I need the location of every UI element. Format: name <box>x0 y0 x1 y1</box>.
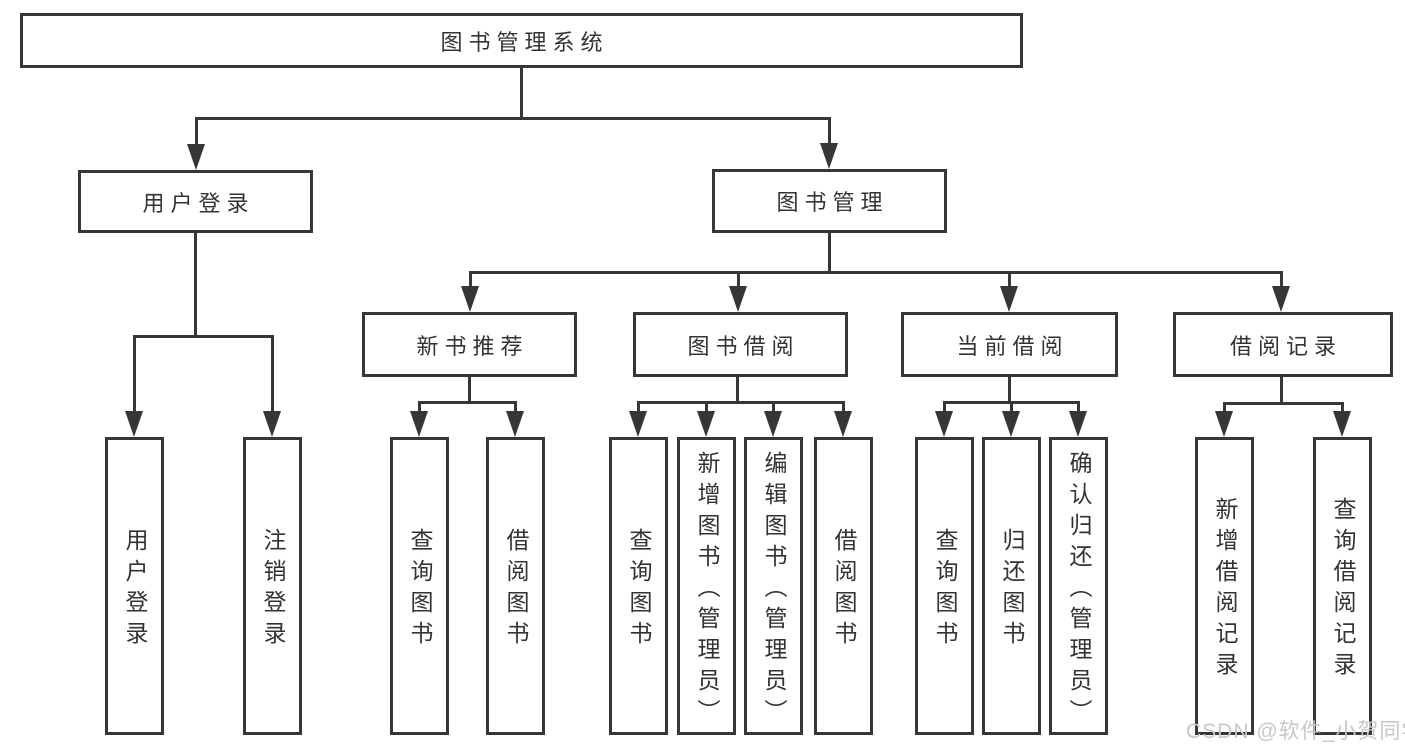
arrowhead-leaf-logout <box>263 411 281 437</box>
node-current-borrow: 当前借阅 <box>901 312 1118 377</box>
leaf-logout: 注销登录 <box>243 437 302 735</box>
connector-drop-book-borrow <box>737 271 740 288</box>
connector-user-login-bar <box>133 335 274 338</box>
connector-drop-current-borrow <box>1008 271 1011 288</box>
arrowhead-borrow-search <box>629 411 647 437</box>
connector-drop-user-login <box>195 117 198 146</box>
leaf-borrow-search-label: 查询图书 <box>626 528 652 652</box>
connector-book-borrow-bar <box>637 401 845 404</box>
arrowhead-leaf-user-login <box>125 411 143 437</box>
arrowhead-user-login <box>187 144 205 170</box>
node-borrow-records-label: 借阅记录 <box>1229 333 1342 359</box>
node-book-borrow: 图书借阅 <box>633 312 848 377</box>
connector-drop-current-search <box>943 401 946 413</box>
leaf-current-search: 查询图书 <box>915 437 974 735</box>
node-book-management: 图书管理 <box>712 169 947 233</box>
connector-drop-borrow-edit <box>772 401 775 413</box>
connector-drop-borrow-add <box>705 401 708 413</box>
connector-book-management-bar <box>469 271 1283 274</box>
leaf-borrow-add-admin-label: 新增图书（管理员） <box>694 450 720 730</box>
arrowhead-current-confirm <box>1069 411 1087 437</box>
csdn-watermark: CSDN @软件_小贺同学 <box>1186 720 1405 743</box>
leaf-borrow-add-admin: 新增图书（管理员） <box>677 437 736 735</box>
arrowhead-borrow-records <box>1272 286 1290 312</box>
leaf-current-return: 归还图书 <box>982 437 1041 735</box>
connector-new-book-bar <box>418 401 517 404</box>
arrowhead-current-borrow <box>1000 286 1018 312</box>
arrowhead-book-management <box>820 143 838 169</box>
leaf-borrow-borrow: 借阅图书 <box>814 437 873 735</box>
arrowhead-borrow-borrow <box>834 411 852 437</box>
connector-borrow-records-stem <box>1280 375 1283 404</box>
connector-drop-borrow-search <box>637 401 640 413</box>
connector-drop-newbook-borrow <box>514 401 517 413</box>
leaf-newbook-borrow: 借阅图书 <box>486 437 545 735</box>
arrowhead-new-book <box>461 286 479 312</box>
leaf-logout-label: 注销登录 <box>260 528 286 652</box>
leaf-records-search: 查询借阅记录 <box>1313 437 1372 735</box>
leaf-borrow-edit-admin-label: 编辑图书（管理员） <box>761 450 787 730</box>
connector-root-stem <box>520 66 523 119</box>
leaf-newbook-search: 查询图书 <box>390 437 449 735</box>
leaf-records-search-label: 查询借阅记录 <box>1330 497 1356 683</box>
connector-book-management-stem <box>828 231 831 273</box>
arrowhead-book-borrow <box>729 286 747 312</box>
connector-drop-current-return <box>1010 401 1013 413</box>
connector-drop-leaf-user-login <box>133 335 136 413</box>
leaf-user-login: 用户登录 <box>105 437 164 735</box>
leaf-user-login-label: 用户登录 <box>122 528 148 652</box>
node-book-borrow-label: 图书借阅 <box>687 333 800 359</box>
arrowhead-newbook-search <box>410 411 428 437</box>
connector-root-bar <box>195 117 831 120</box>
connector-current-borrow-stem <box>1008 374 1011 403</box>
node-user-login: 用户登录 <box>78 170 313 233</box>
connector-new-book-stem <box>468 374 471 403</box>
node-new-book-recommend: 新书推荐 <box>362 312 577 377</box>
connector-drop-borrow-borrow <box>842 401 845 413</box>
connector-drop-records-add <box>1223 402 1226 413</box>
arrowhead-borrow-edit <box>764 411 782 437</box>
leaf-current-confirm-admin: 确认归还（管理员） <box>1049 437 1108 735</box>
connector-drop-newbook-search <box>418 401 421 413</box>
connector-drop-book-management <box>828 117 831 145</box>
node-borrow-records: 借阅记录 <box>1173 312 1393 377</box>
node-book-management-label: 图书管理 <box>776 190 889 215</box>
node-new-book-recommend-label: 新书推荐 <box>416 333 529 359</box>
leaf-newbook-borrow-label: 借阅图书 <box>503 528 529 652</box>
connector-drop-current-confirm <box>1077 401 1080 413</box>
connector-borrow-records-bar <box>1223 402 1344 405</box>
connector-drop-borrow-records <box>1280 271 1283 288</box>
connector-user-login-stem <box>194 231 197 337</box>
node-current-borrow-label: 当前借阅 <box>956 333 1069 359</box>
arrowhead-current-search <box>935 411 953 437</box>
node-root-label: 图书管理系统 <box>440 29 609 55</box>
leaf-current-confirm-admin-label: 确认归还（管理员） <box>1066 450 1092 730</box>
arrowhead-current-return <box>1002 411 1020 437</box>
leaf-borrow-search: 查询图书 <box>609 437 668 735</box>
connector-drop-new-book <box>469 271 472 288</box>
connector-drop-records-search <box>1341 402 1344 413</box>
leaf-borrow-borrow-label: 借阅图书 <box>831 528 857 652</box>
leaf-current-return-label: 归还图书 <box>999 528 1025 652</box>
leaf-newbook-search-label: 查询图书 <box>407 528 433 652</box>
connector-book-borrow-stem <box>736 374 739 403</box>
arrowhead-records-search <box>1333 411 1351 437</box>
leaf-records-add: 新增借阅记录 <box>1195 437 1254 735</box>
arrowhead-records-add <box>1215 411 1233 437</box>
connector-drop-leaf-logout <box>271 335 274 413</box>
leaf-current-search-label: 查询图书 <box>932 528 958 652</box>
node-user-login-label: 用户登录 <box>142 190 255 216</box>
arrowhead-newbook-borrow <box>506 411 524 437</box>
leaf-records-add-label: 新增借阅记录 <box>1212 497 1238 683</box>
node-root: 图书管理系统 <box>20 13 1023 68</box>
leaf-borrow-edit-admin: 编辑图书（管理员） <box>744 437 803 735</box>
arrowhead-borrow-add <box>697 411 715 437</box>
